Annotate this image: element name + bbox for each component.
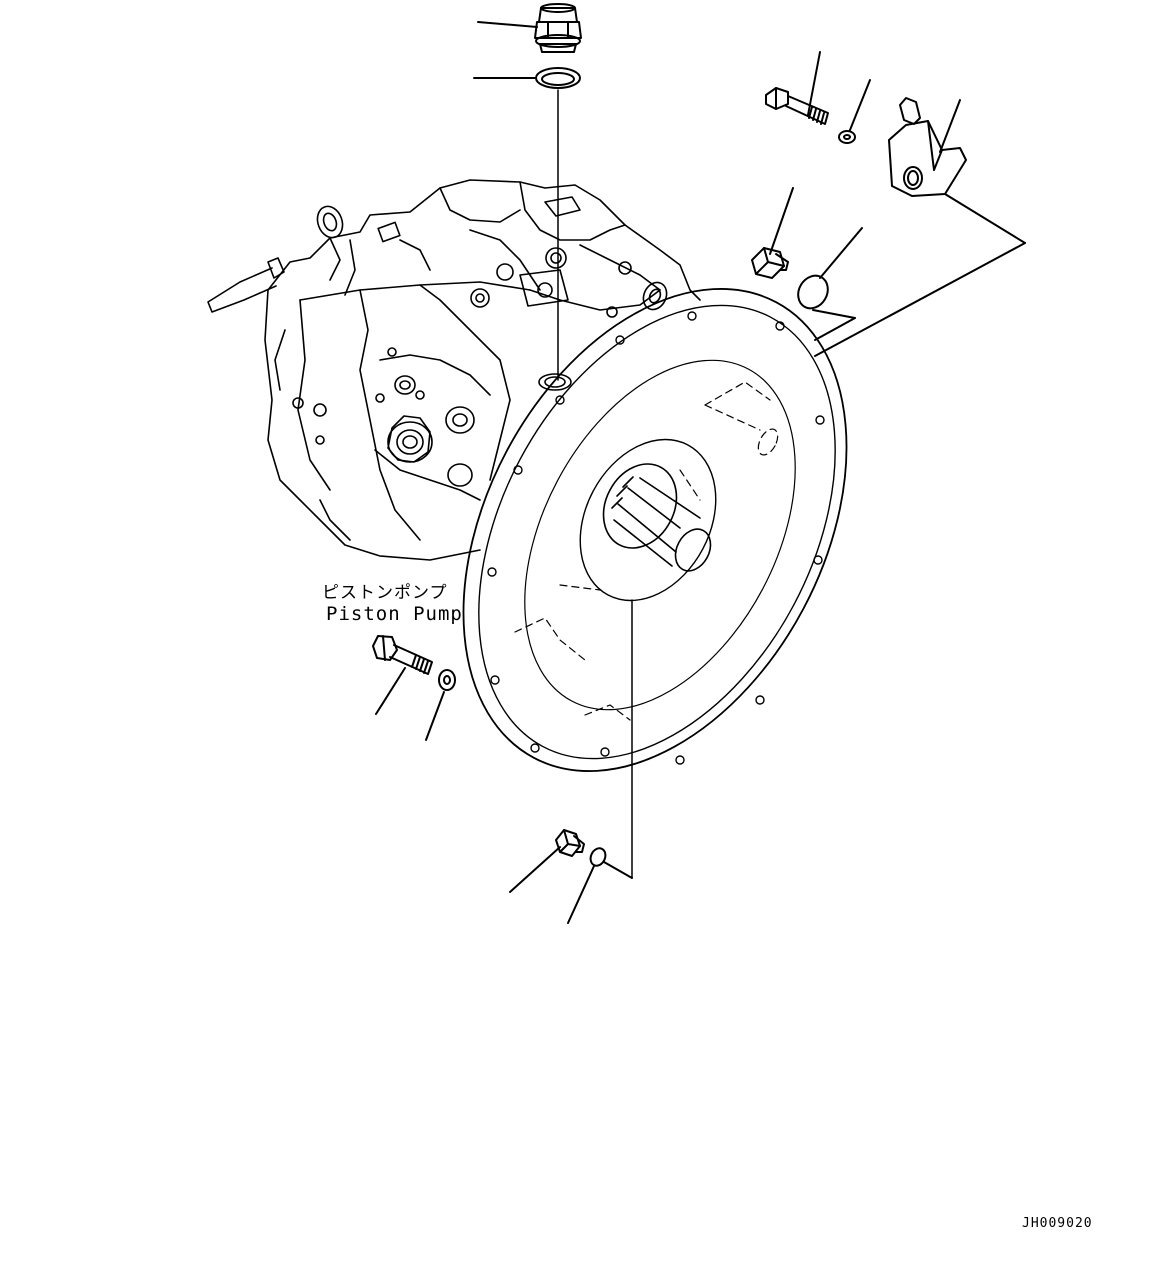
sensor-bracket <box>889 98 966 196</box>
flange-washer <box>439 670 455 690</box>
bottom-o-ring <box>588 846 608 868</box>
top-o-ring <box>536 68 580 88</box>
drawing-code: JH009020 <box>1022 1216 1093 1231</box>
leader-line-sensor-bracket <box>940 100 960 152</box>
bracket-washer <box>839 131 855 143</box>
right-o-ring <box>792 270 833 313</box>
part-label-japanese: ピストンポンプ <box>322 583 448 603</box>
leader-line-right-o-ring <box>820 228 862 278</box>
leader-line-bottom-plug <box>510 847 560 892</box>
part-label-english: Piston Pump <box>326 603 463 625</box>
piston-pump-body <box>208 180 700 560</box>
connector-line-bracket <box>945 194 1025 243</box>
leader-line-flange-washer <box>426 692 444 740</box>
leader-line-bottom-o-ring <box>568 866 594 923</box>
top-plug <box>535 4 581 52</box>
spline-shaft <box>589 451 717 577</box>
connector-line-bracket-2 <box>815 243 1025 356</box>
mounting-flange <box>386 223 925 836</box>
connector-line-bottom <box>604 862 632 878</box>
flange-bolt-holes <box>488 312 824 764</box>
bottom-plug <box>556 830 584 856</box>
flange-bolt <box>373 636 432 674</box>
connector-line-right <box>813 310 855 318</box>
bracket-bolt <box>766 88 828 124</box>
flange-dashed-detail <box>515 382 782 720</box>
right-plug <box>752 248 788 278</box>
leader-line-top-plug <box>478 22 537 27</box>
leader-line-bracket-bolt <box>808 52 820 115</box>
leader-line-bracket-washer <box>850 80 870 130</box>
leader-line-flange-bolt <box>376 668 405 714</box>
leader-line-right-plug <box>770 188 793 254</box>
connector-line-right-2 <box>815 318 855 340</box>
